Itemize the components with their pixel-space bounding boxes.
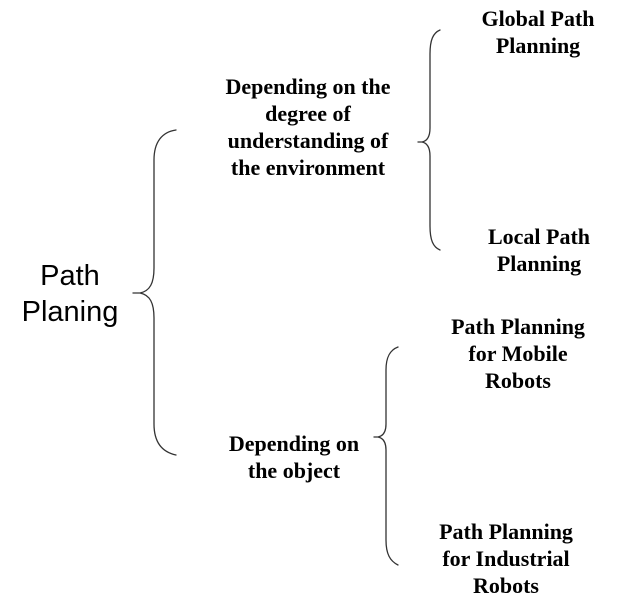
leaf-industrial-line-3: Robots — [472, 573, 539, 598]
leaf-local-line-2: Planning — [496, 251, 582, 276]
category-object-line-2: the object — [247, 458, 341, 483]
leaf-industrial-line-2: for Industrial — [442, 546, 570, 571]
object-brace — [373, 346, 399, 566]
leaf-global-line-2: Planning — [495, 33, 581, 58]
category-environment-line-3: understanding of — [227, 128, 389, 153]
leaf-mobile-robots: Path Planning for Mobile Robots — [418, 313, 618, 394]
category-environment-label: Depending on the degree of understanding… — [196, 73, 420, 181]
leaf-mobile-line-3: Robots — [484, 368, 551, 393]
root-label-line-2: Planing — [21, 296, 119, 328]
leaf-industrial-line-1: Path Planning — [439, 519, 573, 544]
leaf-local-path-planning: Local Path Planning — [464, 223, 614, 277]
category-environment-line-1: Depending on the — [225, 74, 391, 99]
root-label-line-1: Path — [40, 260, 100, 292]
root-brace — [132, 129, 177, 456]
category-object-label: Depending on the object — [194, 430, 394, 484]
leaf-industrial-robots: Path Planning for Industrial Robots — [404, 518, 608, 599]
root-label: Path Planing — [10, 258, 130, 330]
leaf-mobile-line-1: Path Planning — [451, 314, 585, 339]
leaf-local-line-1: Local Path — [487, 224, 591, 249]
category-environment-line-4: the environment — [230, 155, 386, 180]
category-environment-line-2: degree of — [265, 101, 351, 126]
environment-brace — [417, 29, 441, 251]
leaf-global-line-1: Global Path — [481, 6, 595, 31]
leaf-mobile-line-2: for Mobile — [468, 341, 568, 366]
leaf-global-path-planning: Global Path Planning — [458, 5, 618, 59]
category-object-line-1: Depending on — [228, 431, 360, 456]
